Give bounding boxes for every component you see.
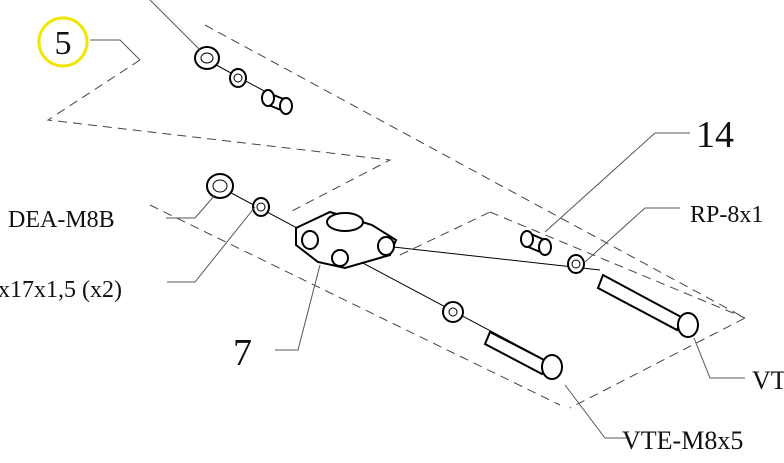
bolt-long	[596, 273, 699, 338]
washer-right	[567, 254, 585, 274]
label-clamp: 7	[233, 332, 252, 374]
nut-upper	[194, 46, 220, 70]
callout-number: 5	[55, 25, 72, 62]
bolt-short	[483, 330, 563, 380]
assembly-plane-outlines	[46, 24, 747, 409]
label-bolt-long: VT	[752, 366, 784, 395]
label-nut: DEA-M8B	[8, 207, 115, 233]
label-spacer: 14	[696, 114, 734, 156]
nut-lower	[206, 173, 234, 199]
leader-lines	[90, 0, 745, 439]
label-washer-right: RP-8x1	[690, 202, 763, 228]
clamp-part	[295, 210, 398, 270]
spacer-right	[520, 230, 552, 256]
label-bolt-short: VTE-M8x5	[622, 426, 743, 455]
washer-lower-mid	[442, 301, 464, 323]
washer-upper	[229, 68, 247, 88]
callout-highlight-circle	[37, 16, 89, 68]
spacer-upper	[261, 89, 293, 115]
washer-lower-left	[252, 197, 270, 217]
label-washer-left: x17x1,5 (x2)	[0, 277, 122, 303]
